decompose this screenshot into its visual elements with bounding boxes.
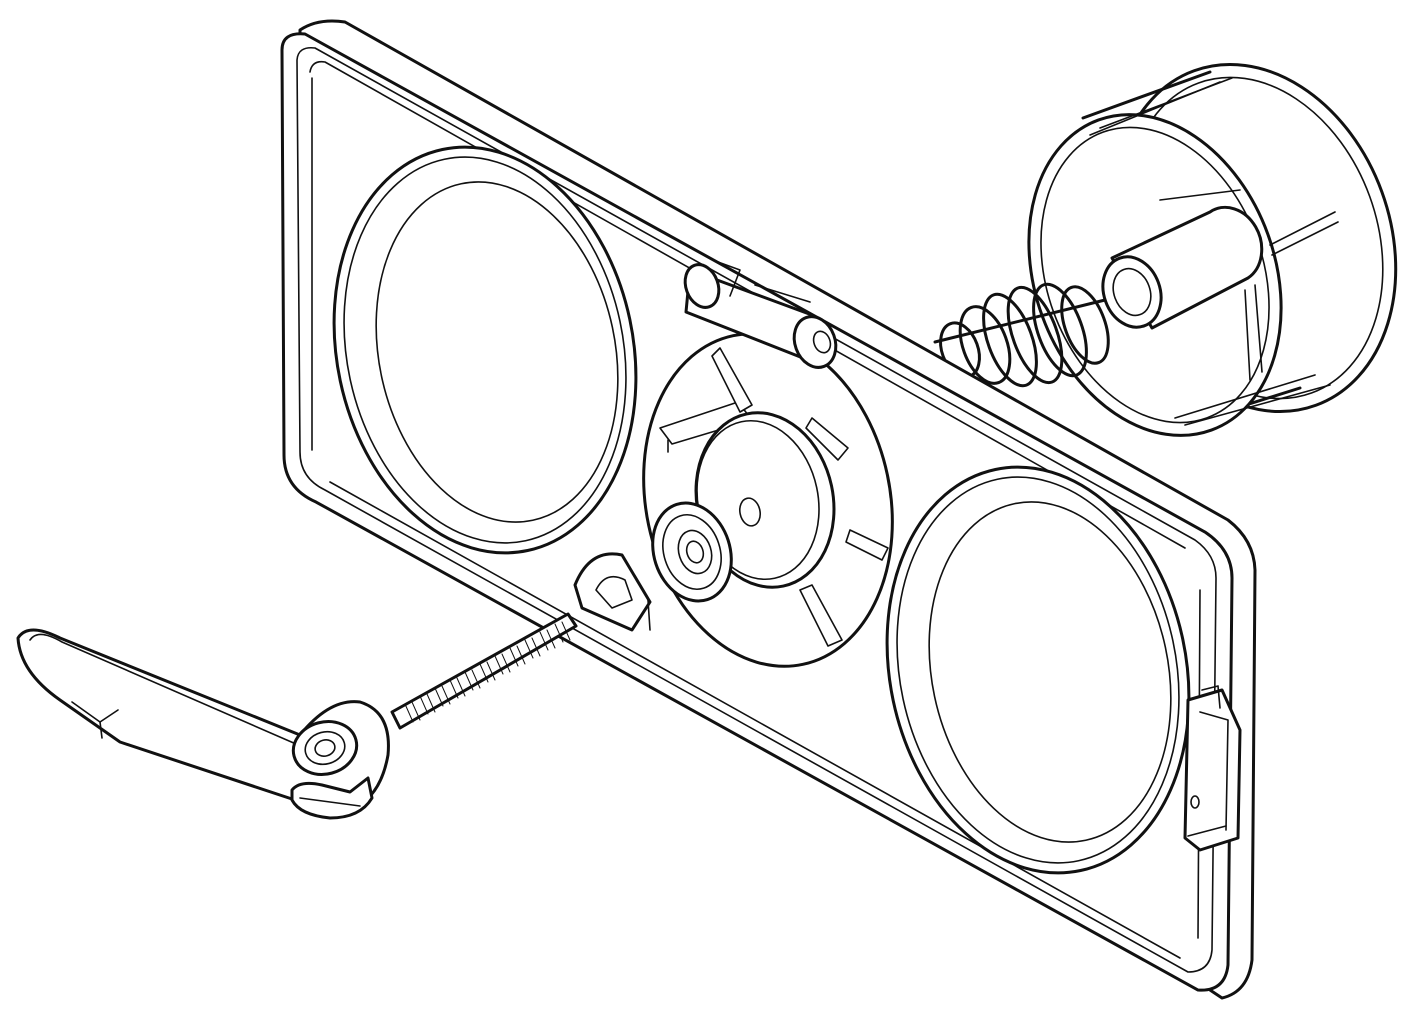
compression-spring	[933, 282, 1110, 388]
left-circular-opening	[332, 145, 638, 555]
cylindrical-cap	[1027, 62, 1398, 437]
hinge-clip	[1183, 685, 1242, 852]
threaded-rod	[390, 612, 578, 730]
right-circular-opening	[885, 465, 1191, 875]
clamping-lever	[16, 628, 390, 820]
guide-pin	[683, 261, 838, 369]
washer	[651, 501, 733, 603]
lug-tab	[573, 552, 652, 632]
